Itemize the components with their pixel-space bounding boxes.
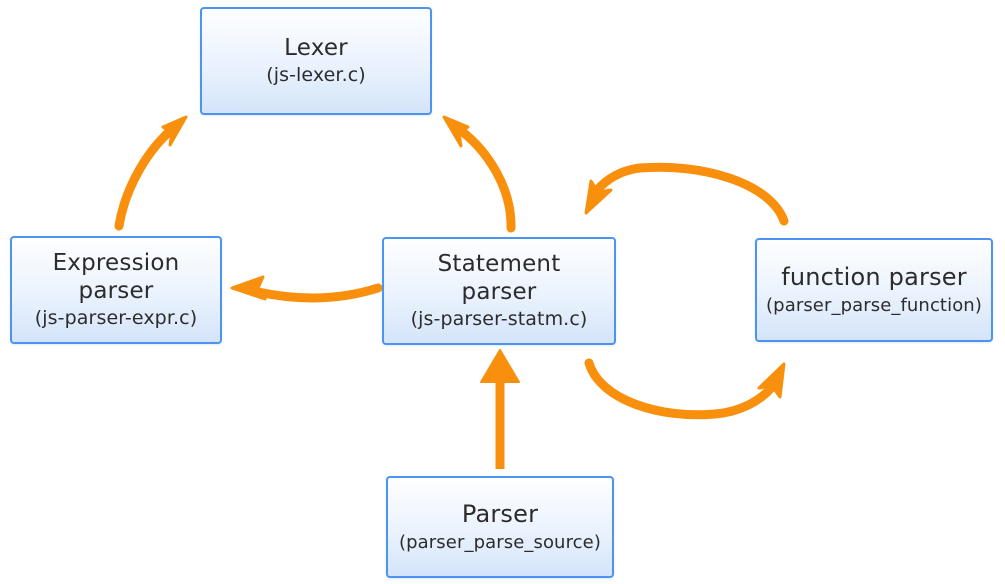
- node-function-parser-subtitle: (parser_parse_function): [766, 294, 982, 316]
- arrow-statement-to-expression: [230, 275, 383, 303]
- node-expression-parser[interactable]: Expression parser (js-parser-expr.c): [10, 236, 222, 344]
- arrow-expression-to-lexer: [114, 115, 188, 231]
- node-statement-parser[interactable]: Statement parser (js-parser-statm.c): [382, 237, 616, 345]
- node-statement-parser-subtitle: (js-parser-statm.c): [410, 308, 588, 331]
- node-parser[interactable]: Parser (parser_parse_source): [386, 476, 614, 578]
- arrow-statement-to-function: [584, 358, 786, 420]
- node-function-parser[interactable]: function parser (parser_parse_function): [755, 238, 993, 342]
- arrow-statement-to-lexer: [442, 115, 516, 233]
- node-parser-title: Parser: [461, 500, 539, 529]
- arrow-parser-to-statement: [480, 349, 520, 469]
- node-lexer-title: Lexer: [284, 35, 348, 62]
- node-expression-parser-subtitle: (js-parser-expr.c): [34, 307, 198, 330]
- node-parser-subtitle: (parser_parse_source): [399, 531, 601, 553]
- node-function-parser-title: function parser: [781, 263, 967, 292]
- node-lexer[interactable]: Lexer (js-lexer.c): [200, 7, 432, 115]
- node-expression-parser-title: Expression parser: [52, 250, 180, 305]
- node-lexer-subtitle: (js-lexer.c): [266, 64, 366, 87]
- node-statement-parser-title: Statement parser: [437, 251, 561, 306]
- arrow-function-to-statement: [584, 162, 789, 226]
